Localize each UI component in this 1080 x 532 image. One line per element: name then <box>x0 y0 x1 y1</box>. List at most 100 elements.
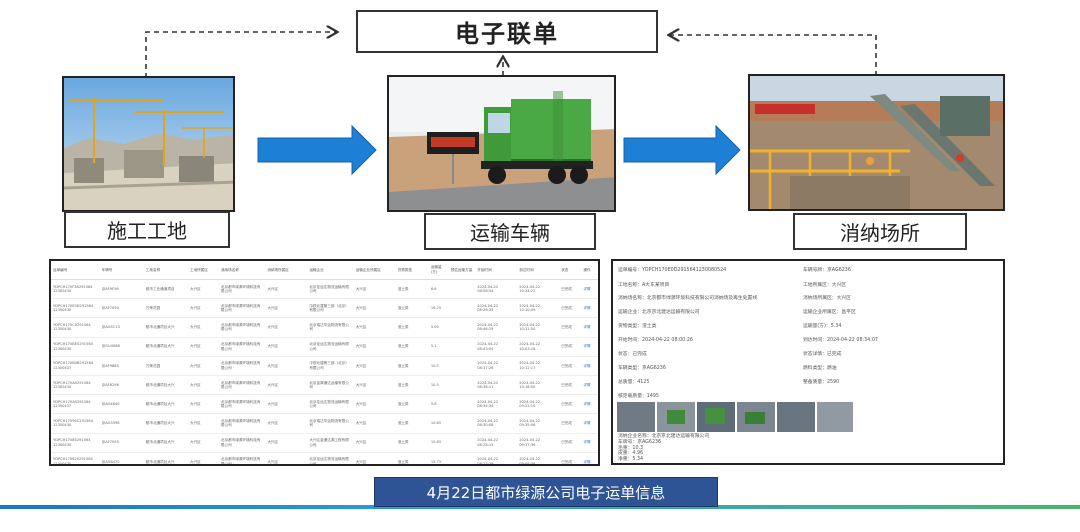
detail-disposal-district: 消纳场所属区：大兴区 <box>803 296 851 301</box>
row-detail-link[interactable]: 详情 <box>581 298 598 319</box>
table-cell: 2024-04-22 08:46:29 <box>475 317 518 338</box>
row-detail-link[interactable]: 详情 <box>581 433 598 453</box>
dashed-arrow-site-to-title <box>145 32 336 78</box>
caption-tare: 皮重：4.96 <box>618 451 644 457</box>
table-cell: 北京佳运达物流运输有限公司 <box>307 279 354 300</box>
table-cell: YDPCH170E0D291564 12300430 <box>51 298 100 319</box>
table-cell: 北京都市绿源环境科技有限公司 <box>218 298 266 319</box>
detail-disposal-name: 消纳场名称：北京都市绿源环境科技有限公司消纳场及再生处置线 <box>618 296 758 301</box>
table-cell: 京AG3398 <box>99 413 144 434</box>
table-cell: 已完成 <box>559 452 582 464</box>
table-cell: 2024-04-22 09:35:06 <box>517 413 560 434</box>
table-cell: 2024-04-22 10:34:22 <box>517 279 560 300</box>
table-cell: 京AG4640 <box>99 394 144 415</box>
detail-company-district: 运输企业所属区：昌平区 <box>803 310 856 315</box>
table-cell: 已完成 <box>559 279 582 300</box>
row-detail-link[interactable]: 详情 <box>581 337 598 357</box>
construction-site-photo <box>62 76 235 212</box>
table-header-cell: 工地所属区 <box>187 261 219 280</box>
table-cell: YDPCH170C0291564 12300430 <box>51 317 100 338</box>
table-cell: 10.5 <box>428 375 449 396</box>
table-cell: 2024-04-22 10:11:50 <box>517 317 560 338</box>
table-cell: 京AF7090 <box>99 298 144 319</box>
table-cell: 北京瑞达华运物流有限公司 <box>307 317 354 338</box>
row-detail-link[interactable]: 详情 <box>581 452 598 464</box>
table-cell: 京AF7095 <box>99 433 144 453</box>
table-cell: YDPCH170820291564 12300430 <box>51 452 100 464</box>
table-cell: YDPCH170A0291564 12300430 <box>51 375 100 396</box>
table-cell: 已完成 <box>559 433 582 453</box>
caption-company: 消纳企业名称：北京京北建达运输有限公司 <box>618 434 710 439</box>
table-cell: 大兴区 <box>187 337 219 357</box>
row-detail-link[interactable]: 详情 <box>581 375 598 396</box>
table-cell: 大兴区 <box>353 298 396 319</box>
row-detail-link[interactable]: 详情 <box>581 413 598 434</box>
table-cell: 渣土类 <box>395 337 429 357</box>
table-cell: 5.8 <box>428 394 449 415</box>
table-cell: 北京都市绿源环境科技有限公司 <box>218 413 266 434</box>
table-cell: 大兴区 <box>353 356 396 376</box>
table-cell: 北京都市绿源环境科技有限公司 <box>218 356 266 376</box>
table-cell <box>448 375 476 396</box>
table-cell: 大兴区 <box>187 452 219 464</box>
table-cell: 渣土类 <box>395 298 429 319</box>
table-cell: 10.65 <box>428 413 449 434</box>
table-cell: 15.75 <box>428 452 449 464</box>
table-cell <box>448 317 476 338</box>
table-cell: 大兴区 <box>187 375 219 396</box>
dashed-arrow-disposal-to-title <box>670 35 877 76</box>
footer-caption: 4月22日都市绿源公司电子运单信息 <box>374 477 718 507</box>
table-cell: 2024-04-22 10:12:17 <box>517 356 560 376</box>
table-cell: 大兴区 <box>353 317 396 338</box>
table-cell: 2024-04-22 08:26:35 <box>475 298 518 319</box>
detail-start-time: 开始时间：2024-04-22 08:00:26 <box>618 338 693 343</box>
table-cell: 2024-04-22 09:06:38 <box>517 452 560 464</box>
detail-plate: 车辆号牌：京AG6236 <box>803 268 851 273</box>
table-cell <box>448 452 476 464</box>
table-cell: 2024-04-22 10:18:50 <box>517 375 560 396</box>
table-cell: YDPCH170F36291564 12300430 <box>51 279 100 300</box>
detail-status-detail: 状态详情：已完成 <box>803 352 842 357</box>
table-cell: 北京佳运达物流运输有限公司 <box>307 337 354 357</box>
table-cell: 已完成 <box>559 337 582 357</box>
detail-site-district: 工地所属区：大兴区 <box>803 283 847 288</box>
table-cell: 都市北通项目大兴 <box>143 337 188 357</box>
table-header-cell: 状态 <box>559 261 582 280</box>
table-cell: 渣土类 <box>395 356 429 376</box>
table-header-cell: 货物类型 <box>395 261 429 280</box>
table-cell: 渣土类 <box>395 394 429 415</box>
detail-volume: 运输量(方)：5.34 <box>803 324 842 329</box>
detail-fuel-type: 燃料类型：燃油 <box>803 366 837 371</box>
table-cell: 渣土类 <box>395 279 429 300</box>
table-cell: 中铁北建第三部（北京）有限公司 <box>307 356 354 376</box>
table-cell: 2024-04-22 09:17:36 <box>517 433 560 453</box>
table-cell <box>448 279 476 300</box>
page-title: 电子联单 <box>356 10 658 53</box>
table-cell: 大兴区 <box>353 413 396 434</box>
row-detail-link[interactable]: 详情 <box>581 356 598 376</box>
table-cell: 大兴区 <box>353 452 396 464</box>
transport-truck-photo <box>387 75 616 212</box>
table-cell: YDPCH17090C291564 12300430 <box>51 413 100 434</box>
caption-gross: 毛重：10.3 <box>618 445 644 451</box>
table-cell <box>448 298 476 319</box>
table-cell: 万荣花园 <box>143 356 188 376</box>
table-cell: 京AF6296 <box>99 375 144 396</box>
table-cell: 2024-04-22 10:10:49 <box>517 298 560 319</box>
waybill-detail-panel: 运单编号：YDPCH170E0D2915641230080524 车辆号牌：京A… <box>611 259 1005 465</box>
table-cell: 大兴区 <box>353 375 396 396</box>
table-cell <box>448 337 476 357</box>
caption-net: 净重：5.34 <box>618 457 644 463</box>
table-cell: 北京都市绿源环境科技有限公司 <box>218 394 266 415</box>
table-cell: 都市北通项目大兴 <box>143 433 188 453</box>
table-cell: 都市工业通道项目 <box>143 279 188 300</box>
row-detail-link[interactable]: 详情 <box>581 394 598 415</box>
row-detail-link[interactable]: 详情 <box>581 279 598 300</box>
table-cell: 大兴区 <box>265 279 308 300</box>
table-cell: 大兴区 <box>187 356 219 376</box>
row-detail-link[interactable]: 详情 <box>581 317 598 338</box>
table-cell: 京AF9880 <box>99 356 144 376</box>
table-cell <box>448 394 476 415</box>
